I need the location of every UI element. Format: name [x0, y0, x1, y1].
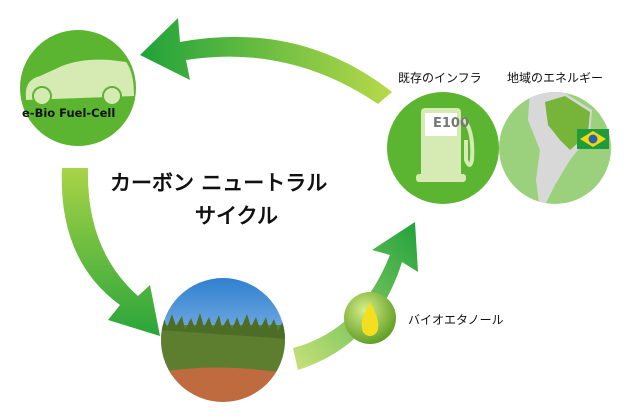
arrow-left: [61, 168, 160, 336]
drop-icon: [361, 302, 379, 336]
sugarcane-field-image: [161, 278, 285, 402]
regional-energy-label: 地域のエネルギー: [507, 71, 604, 85]
title-line1: カーボン ニュートラル: [110, 171, 328, 195]
car-icon: [25, 59, 134, 106]
infrastructure-label: 既存のインフラ: [398, 71, 482, 85]
bioethanol-label: バイオエタノール: [408, 313, 504, 327]
title-line2: サイクル: [195, 204, 278, 228]
brazil-flag-icon: [577, 129, 609, 149]
arrow-top: [140, 18, 392, 104]
car-label: e-Bio Fuel-Cell: [22, 106, 116, 120]
pump-label: E100: [433, 116, 470, 131]
arrow-bottom: [293, 222, 418, 370]
fuel-pump-icon: [416, 108, 475, 182]
